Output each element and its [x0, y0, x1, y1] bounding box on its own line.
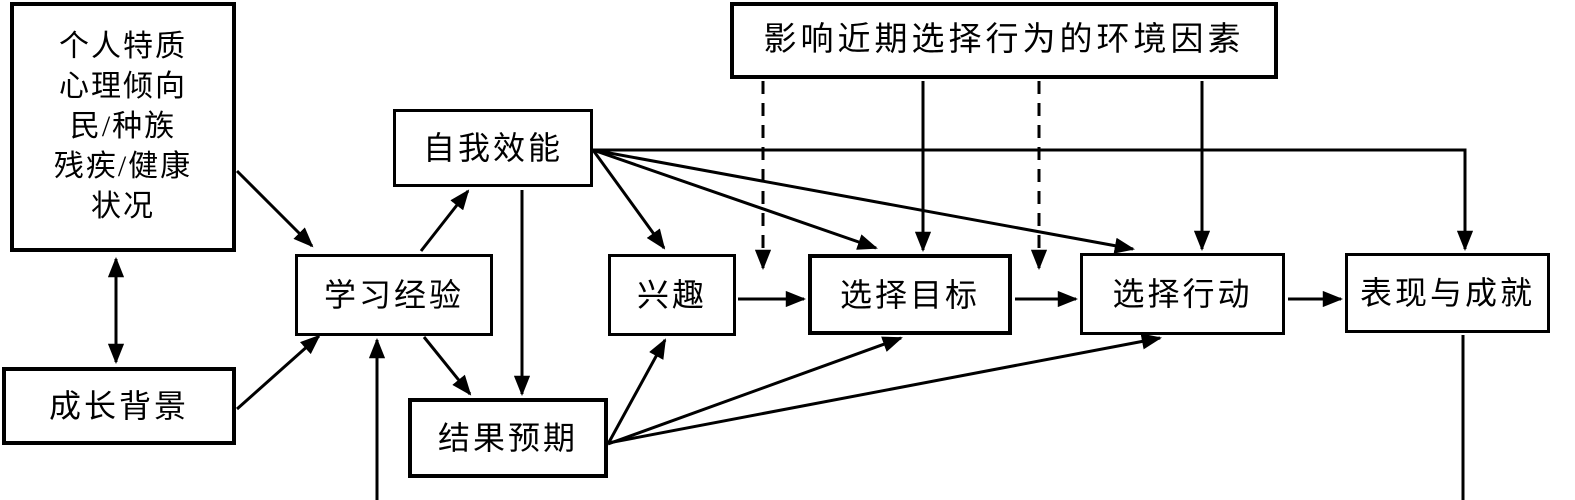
node-choice-goals: 选择目标 — [808, 254, 1012, 335]
edge-personal-traits-to-learning-experience — [235, 169, 314, 248]
edge-outcome-expectations-to-choice-goals — [607, 336, 903, 446]
edge-self-efficacy-to-choice-goals — [592, 148, 878, 250]
node-outcome-expectations: 结果预期 — [408, 398, 608, 478]
node-personal-traits: 个人特质 心理倾向 民/种族 残疾/健康 状况 — [10, 2, 236, 252]
edge-learning-experience-to-self-efficacy — [419, 189, 470, 252]
node-environment-factors: 影响近期选择行为的环境因素 — [730, 2, 1278, 79]
node-personal-traits-label: 个人特质 心理倾向 民/种族 残疾/健康 状况 — [53, 30, 193, 223]
node-choice-goals-label: 选择目标 — [839, 276, 980, 313]
node-interest: 兴趣 — [608, 254, 736, 336]
node-learning-experience: 学习经验 — [295, 254, 493, 336]
node-outcome-expectations-label: 结果预期 — [437, 420, 578, 456]
edge-self-efficacy-to-performance-achievement — [593, 148, 1474, 252]
node-self-efficacy: 自我效能 — [393, 109, 593, 187]
node-self-efficacy-label: 自我效能 — [422, 130, 563, 166]
node-choice-actions: 选择行动 — [1080, 253, 1285, 335]
edge-outcome-expectations-to-choice-actions — [607, 333, 1162, 445]
node-growth-background-label: 成长背景 — [48, 388, 189, 424]
node-interest-label: 兴趣 — [636, 277, 707, 313]
edge-growth-background-to-learning-experience — [236, 334, 321, 411]
node-environment-factors-label: 影响近期选择行为的环境因素 — [763, 21, 1245, 58]
node-choice-actions-label: 选择行动 — [1112, 276, 1253, 312]
node-growth-background: 成长背景 — [2, 367, 236, 445]
node-learning-experience-label: 学习经验 — [323, 277, 464, 313]
edge-self-efficacy-to-interest — [591, 149, 666, 250]
edge-outcome-expectations-to-interest — [606, 338, 667, 445]
edge-learning-experience-to-outcome-expectations — [422, 336, 472, 396]
node-performance-achievement-label: 表现与成就 — [1359, 275, 1535, 311]
node-performance-achievement: 表现与成就 — [1345, 253, 1550, 333]
edge-self-efficacy-to-choice-actions — [592, 148, 1135, 254]
